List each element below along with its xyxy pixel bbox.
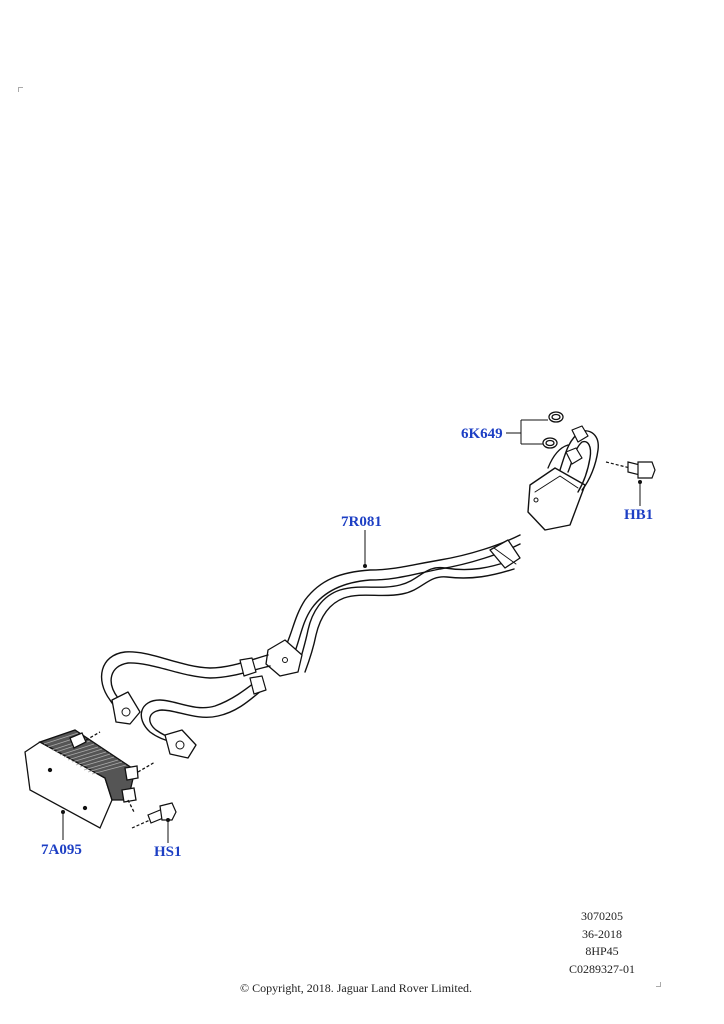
reference-line-4: C0289327-01 xyxy=(569,961,635,976)
seal-rings xyxy=(542,411,564,449)
cooler-tube-assembly xyxy=(100,425,599,759)
bolt-hb1 xyxy=(605,461,656,479)
reference-line-2: 36-2018 xyxy=(582,926,622,941)
callout-hb1[interactable]: HB1 xyxy=(624,507,654,523)
bolt-hs1 xyxy=(131,802,177,829)
oil-cooler xyxy=(24,729,156,829)
leader-lines xyxy=(62,419,641,843)
reference-line-1: 3070205 xyxy=(581,909,623,923)
leader-dots xyxy=(61,480,642,822)
corner-mark-bottom-right xyxy=(656,982,661,987)
copyright-notice: © Copyright, 2018. Jaguar Land Rover Lim… xyxy=(239,981,473,995)
callout-7r081[interactable]: 7R081 xyxy=(341,514,382,530)
callout-6k649[interactable]: 6K649 xyxy=(461,426,503,442)
reference-line-3: 8HP45 xyxy=(585,944,619,958)
callout-7a095[interactable]: 7A095 xyxy=(41,842,82,858)
reference-block: 3070205 36-2018 8HP45 C0289327-01 xyxy=(569,908,635,978)
corner-mark-top-left xyxy=(18,87,23,92)
callout-hs1[interactable]: HS1 xyxy=(154,844,182,860)
